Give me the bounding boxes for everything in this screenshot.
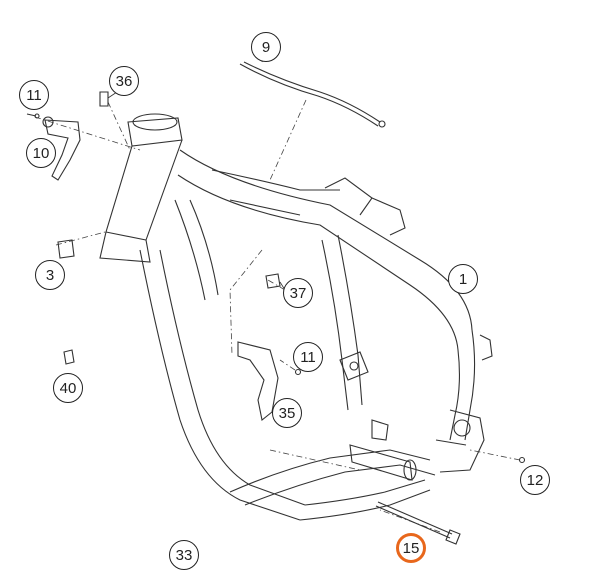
clamp-part-37: [265, 273, 286, 291]
callout-label: 36: [115, 72, 133, 90]
callout-11-lower: 11: [293, 342, 323, 372]
callout-label: 11: [300, 348, 316, 366]
middle-members: [321, 234, 389, 441]
callout-label: 9: [261, 38, 271, 56]
lower-cradle: [229, 444, 436, 521]
callout-label: 1: [458, 270, 468, 288]
callout-33: 33: [169, 540, 199, 570]
nut-part-40: [63, 349, 75, 365]
callout-label: 35: [278, 404, 296, 422]
callout-15-highlighted: 15: [396, 533, 426, 563]
callout-label: 12: [526, 471, 544, 489]
callout-11-upper: 11: [19, 80, 49, 110]
screw-part-11b: [294, 368, 302, 376]
upper-frame-tubes: [177, 149, 473, 351]
callout-37: 37: [283, 278, 313, 308]
callout-1: 1: [448, 264, 478, 294]
callout-12: 12: [520, 465, 550, 495]
callout-40: 40: [53, 373, 83, 403]
callout-label: 33: [175, 546, 193, 564]
cable-part-9: [239, 55, 386, 128]
callout-36: 36: [109, 66, 139, 96]
bolt-part-12: [518, 456, 526, 464]
callout-label: 11: [26, 86, 42, 104]
bolt-part-15: [375, 501, 461, 545]
callout-label: 40: [59, 379, 77, 397]
assembly-lines: [34, 99, 521, 533]
clip-part-3: [57, 239, 75, 259]
callout-10: 10: [26, 138, 56, 168]
callout-label: 3: [45, 266, 55, 284]
down-tubes: [139, 199, 306, 521]
steering-head: [99, 113, 183, 263]
screw-part-11a: [26, 113, 40, 119]
callout-9: 9: [251, 32, 281, 62]
callout-35: 35: [272, 398, 302, 428]
rear-frame-section: [435, 329, 493, 473]
callout-label: 10: [32, 144, 50, 162]
bracket-part-35: [237, 341, 279, 421]
callout-label: 37: [289, 284, 307, 302]
bracket-part-10: [42, 116, 81, 181]
callout-label: 15: [402, 539, 420, 557]
callout-3: 3: [35, 260, 65, 290]
